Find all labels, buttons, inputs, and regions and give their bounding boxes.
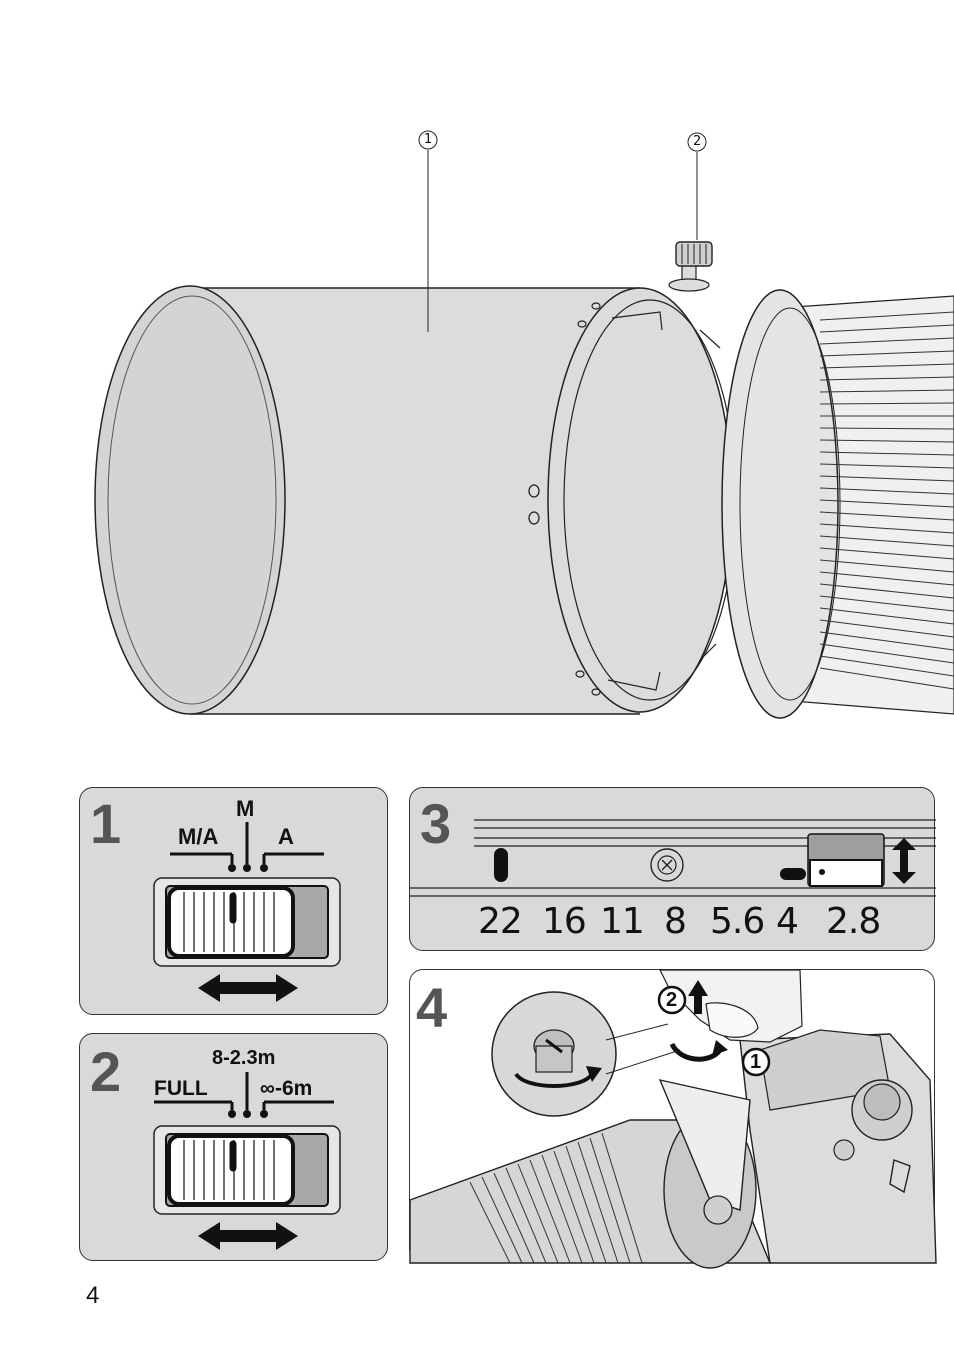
panel-number: 3 — [420, 792, 452, 855]
panel-lens-mount: 4 — [409, 969, 937, 1269]
aperture-22: 22 — [478, 901, 523, 942]
label-m: M — [236, 796, 255, 821]
step-1-label: 1 — [750, 1051, 762, 1073]
page-number: 4 — [86, 1282, 100, 1309]
lens-hood-illustration — [94, 130, 954, 719]
aperture-2-8: 2.8 — [826, 901, 881, 942]
callout-2: 2 — [693, 134, 702, 149]
label-ma: M/A — [178, 824, 219, 849]
panel-number: 2 — [90, 1040, 122, 1103]
lens-hood-figure: 1 2 — [94, 130, 954, 719]
aperture-scale-graphic — [410, 819, 936, 897]
label-inf-6m: ∞-6m — [260, 1077, 313, 1100]
aperture-8: 8 — [664, 901, 687, 942]
callout-1: 1 — [424, 132, 433, 147]
label-a: A — [278, 824, 294, 849]
focus-mode-switch-graphic — [153, 822, 341, 1002]
aperture-16: 16 — [542, 901, 587, 942]
lens-mount-illustration — [409, 969, 937, 1269]
panel-aperture-scale: 3 22 16 11 8 5.6 4 2.8 — [409, 787, 936, 951]
focus-limit-switch-graphic — [153, 1072, 341, 1250]
label-range: 8-2.3m — [212, 1047, 276, 1069]
panel-focus-limit: 2 8-2.3m FULL ∞-6m — [79, 1033, 388, 1261]
panel-number: 4 — [416, 976, 448, 1039]
aperture-4: 4 — [776, 901, 799, 942]
label-full: FULL — [154, 1077, 208, 1100]
aperture-5-6: 5.6 — [710, 901, 765, 942]
aperture-11: 11 — [600, 901, 645, 942]
panel-number: 1 — [90, 792, 122, 855]
panel-focus-mode: 1 M M/A A — [79, 787, 388, 1015]
step-2-label: 2 — [666, 989, 678, 1011]
